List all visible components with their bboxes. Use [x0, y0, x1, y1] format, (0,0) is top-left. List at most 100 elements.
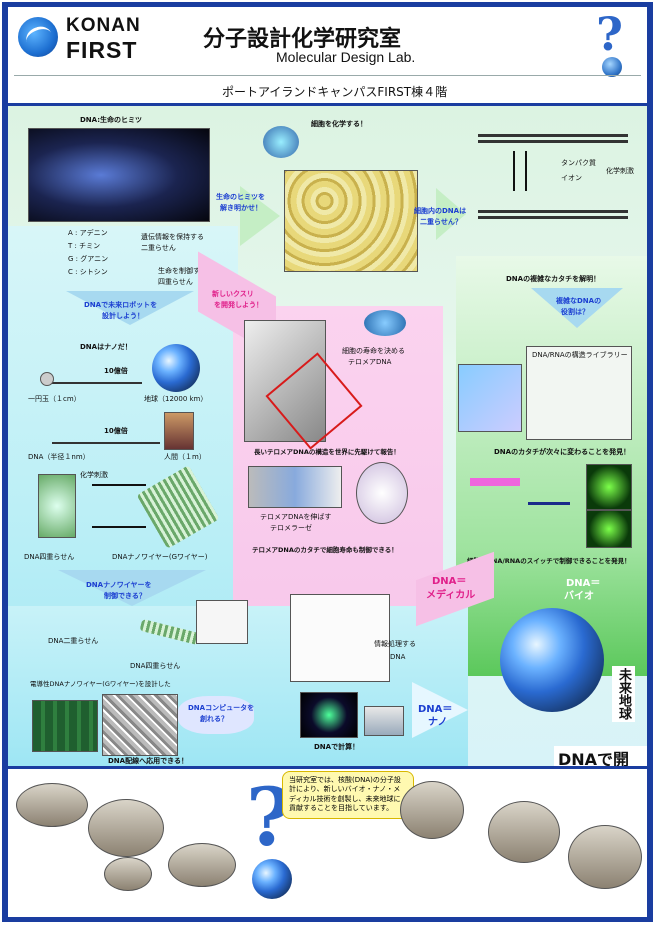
telomere-world: 長いテロメアDNAの構造を世界に先駆けて報告！: [254, 448, 400, 456]
arrow-right-chem: [92, 484, 146, 486]
conductive-label: 電導性DNAナノワイヤー(Gワイヤー)を設計した: [30, 680, 171, 688]
dna-quad-label: DNA四重らせん: [130, 662, 181, 670]
calc-label: DNAで計算！: [314, 743, 360, 751]
shape-change-label: DNAのカタチが次々に変わることを発見！: [494, 448, 631, 456]
dna-computer-2: 創れる？: [200, 715, 228, 723]
info-processing-1: 情報処理する: [374, 640, 416, 648]
laptop-icon: [364, 706, 404, 736]
dna-secret-label: DNA:生命のヒミツ: [80, 116, 143, 124]
arrow-down-3: [58, 570, 206, 606]
earth-label: 地球（12000 km）: [144, 395, 208, 403]
logo-line1: KONAN: [66, 15, 141, 36]
medical-1: DNA＝: [432, 576, 467, 587]
billion-1: 10億倍: [104, 367, 128, 375]
earth-image: [152, 344, 200, 392]
control-life-2: 四重らせん: [158, 278, 193, 286]
arrow-down-1: [531, 288, 623, 328]
chem-cell-label: 細胞を化学する！: [311, 120, 367, 128]
logic-diagram-image: [290, 594, 390, 682]
dna-robot-2: 設計しよう！: [102, 312, 144, 320]
telomere-image: [244, 320, 326, 442]
wire-weave-image: [102, 694, 178, 756]
cell-fluorescence-image-2: [586, 510, 632, 548]
genetic-info-1: 遺伝情報を保持する: [141, 233, 204, 241]
arrow-nano: [412, 682, 468, 738]
header: KONAN FIRST 分子設計化学研究室 Molecular Design L…: [8, 7, 647, 103]
main-poster-area: DNA:生命のヒミツ A : アデニン T : チミン G : グアニン C :…: [8, 106, 647, 766]
wiring-label: DNA配線へ応用できる！: [108, 757, 188, 765]
lab-photo-1: [16, 783, 88, 827]
question-mark-icon: ?: [596, 7, 623, 61]
dna-computer-1: DNAコンピュータを: [188, 704, 255, 712]
lab-photo-4: [104, 857, 152, 891]
human-image: [164, 412, 194, 450]
dna-strand-top2: [478, 140, 628, 143]
protein-label: タンパク質: [561, 159, 596, 167]
base-c: C : シトシン: [68, 268, 108, 276]
arrow-down-2: [66, 291, 194, 325]
callout-text: 当研究室では、核酸(DNA)の分子設計により、新しいバイオ・ナノ・メディカル技術…: [282, 771, 414, 819]
telomerase-1: テロメアDNAを伸ばす: [260, 513, 332, 521]
switch-label: 細胞がDNA/RNAのスイッチで制御できることを発見！: [467, 557, 631, 565]
switch-rna-icon: [470, 478, 520, 486]
lab-photo-6: [488, 801, 560, 863]
bio-1: DNA＝: [566, 578, 601, 589]
page-title: 分子設計化学研究室: [203, 27, 402, 52]
wire-control-2: 制御できる？: [104, 592, 146, 600]
arrow-down-icon: [525, 151, 527, 191]
scale-line-1: [52, 382, 142, 384]
chemical-structure-image: [196, 600, 248, 644]
dna-image: [28, 128, 210, 222]
lab-photo-7: [568, 825, 642, 889]
dna-nano-label: DNAはナノだ！: [80, 343, 132, 351]
medical-2: メディカル: [426, 590, 476, 601]
human-label: 人間（１m）: [164, 453, 206, 461]
telomerase-2: テロメラーゼ: [270, 524, 312, 532]
new-drug-1: 新しいクスリ: [212, 290, 254, 298]
telomere-title-1: 細胞の寿命を決める: [342, 347, 405, 355]
solve-life-1: 生命のヒミツを: [216, 193, 265, 201]
base-g: G : グアニン: [68, 255, 109, 263]
coin-label: 一円玉（１cm）: [28, 395, 81, 403]
bio-2: バイオ: [564, 591, 594, 602]
chem-stim-label: 化学刺激: [606, 167, 634, 175]
dna-strand-bottom: [478, 210, 628, 213]
telomere-cell-icon: [364, 310, 406, 336]
future-earth-label: 未来地球: [612, 666, 635, 722]
dna-shape-label: DNAの複雑なカタチを解明！: [506, 275, 601, 283]
structure-library-box: [526, 346, 632, 440]
chromosome-image: [458, 364, 522, 432]
dna-width-label: DNA（半径１nm）: [28, 453, 90, 461]
globe-icon: [602, 57, 622, 77]
nano-2: ナノ: [428, 717, 448, 728]
wire-control-1: DNAナノワイヤーを: [86, 581, 152, 589]
nano-1: DNA＝: [418, 704, 453, 715]
solve-life-2: 解き明かせ！: [220, 204, 262, 212]
dna-glow-image: [300, 692, 358, 738]
cell-icon: [263, 126, 299, 158]
new-drug-2: を開発しよう！: [214, 301, 263, 309]
chip-image: [32, 700, 98, 752]
g4-label: DNA四重らせん: [24, 553, 75, 561]
info-processing-2: DNA: [390, 653, 406, 661]
genetic-info-2: 二重らせん: [141, 244, 176, 252]
scale-line-2: [52, 442, 160, 444]
gwire-label: DNAナノワイヤー(Gワイヤー): [112, 553, 208, 561]
dna-strand-top: [478, 134, 628, 137]
arrow-right-block: [92, 526, 146, 528]
lab-photo-2: [88, 799, 164, 857]
structure-library-label: DNA/RNAの構造ライブラリー: [532, 351, 628, 359]
dna-strand-bottom2: [478, 216, 628, 219]
arrow-right-2: [436, 188, 466, 240]
coin-icon: [40, 372, 54, 386]
base-a: A : アデニン: [68, 229, 108, 237]
page-title-en: Molecular Design Lab.: [276, 49, 416, 65]
dna-in-cell-1: 細胞内のDNAは: [414, 207, 467, 215]
arrow-up-icon: [513, 151, 515, 191]
open-with-dna-label: DNAで開く: [554, 746, 647, 766]
dna-double-label: DNA二重らせん: [48, 637, 99, 645]
arrow-right-3: [528, 502, 570, 505]
chem-stim-2: 化学刺激: [80, 471, 108, 479]
cell-image: [284, 170, 418, 272]
globe-large-icon: [252, 859, 292, 899]
